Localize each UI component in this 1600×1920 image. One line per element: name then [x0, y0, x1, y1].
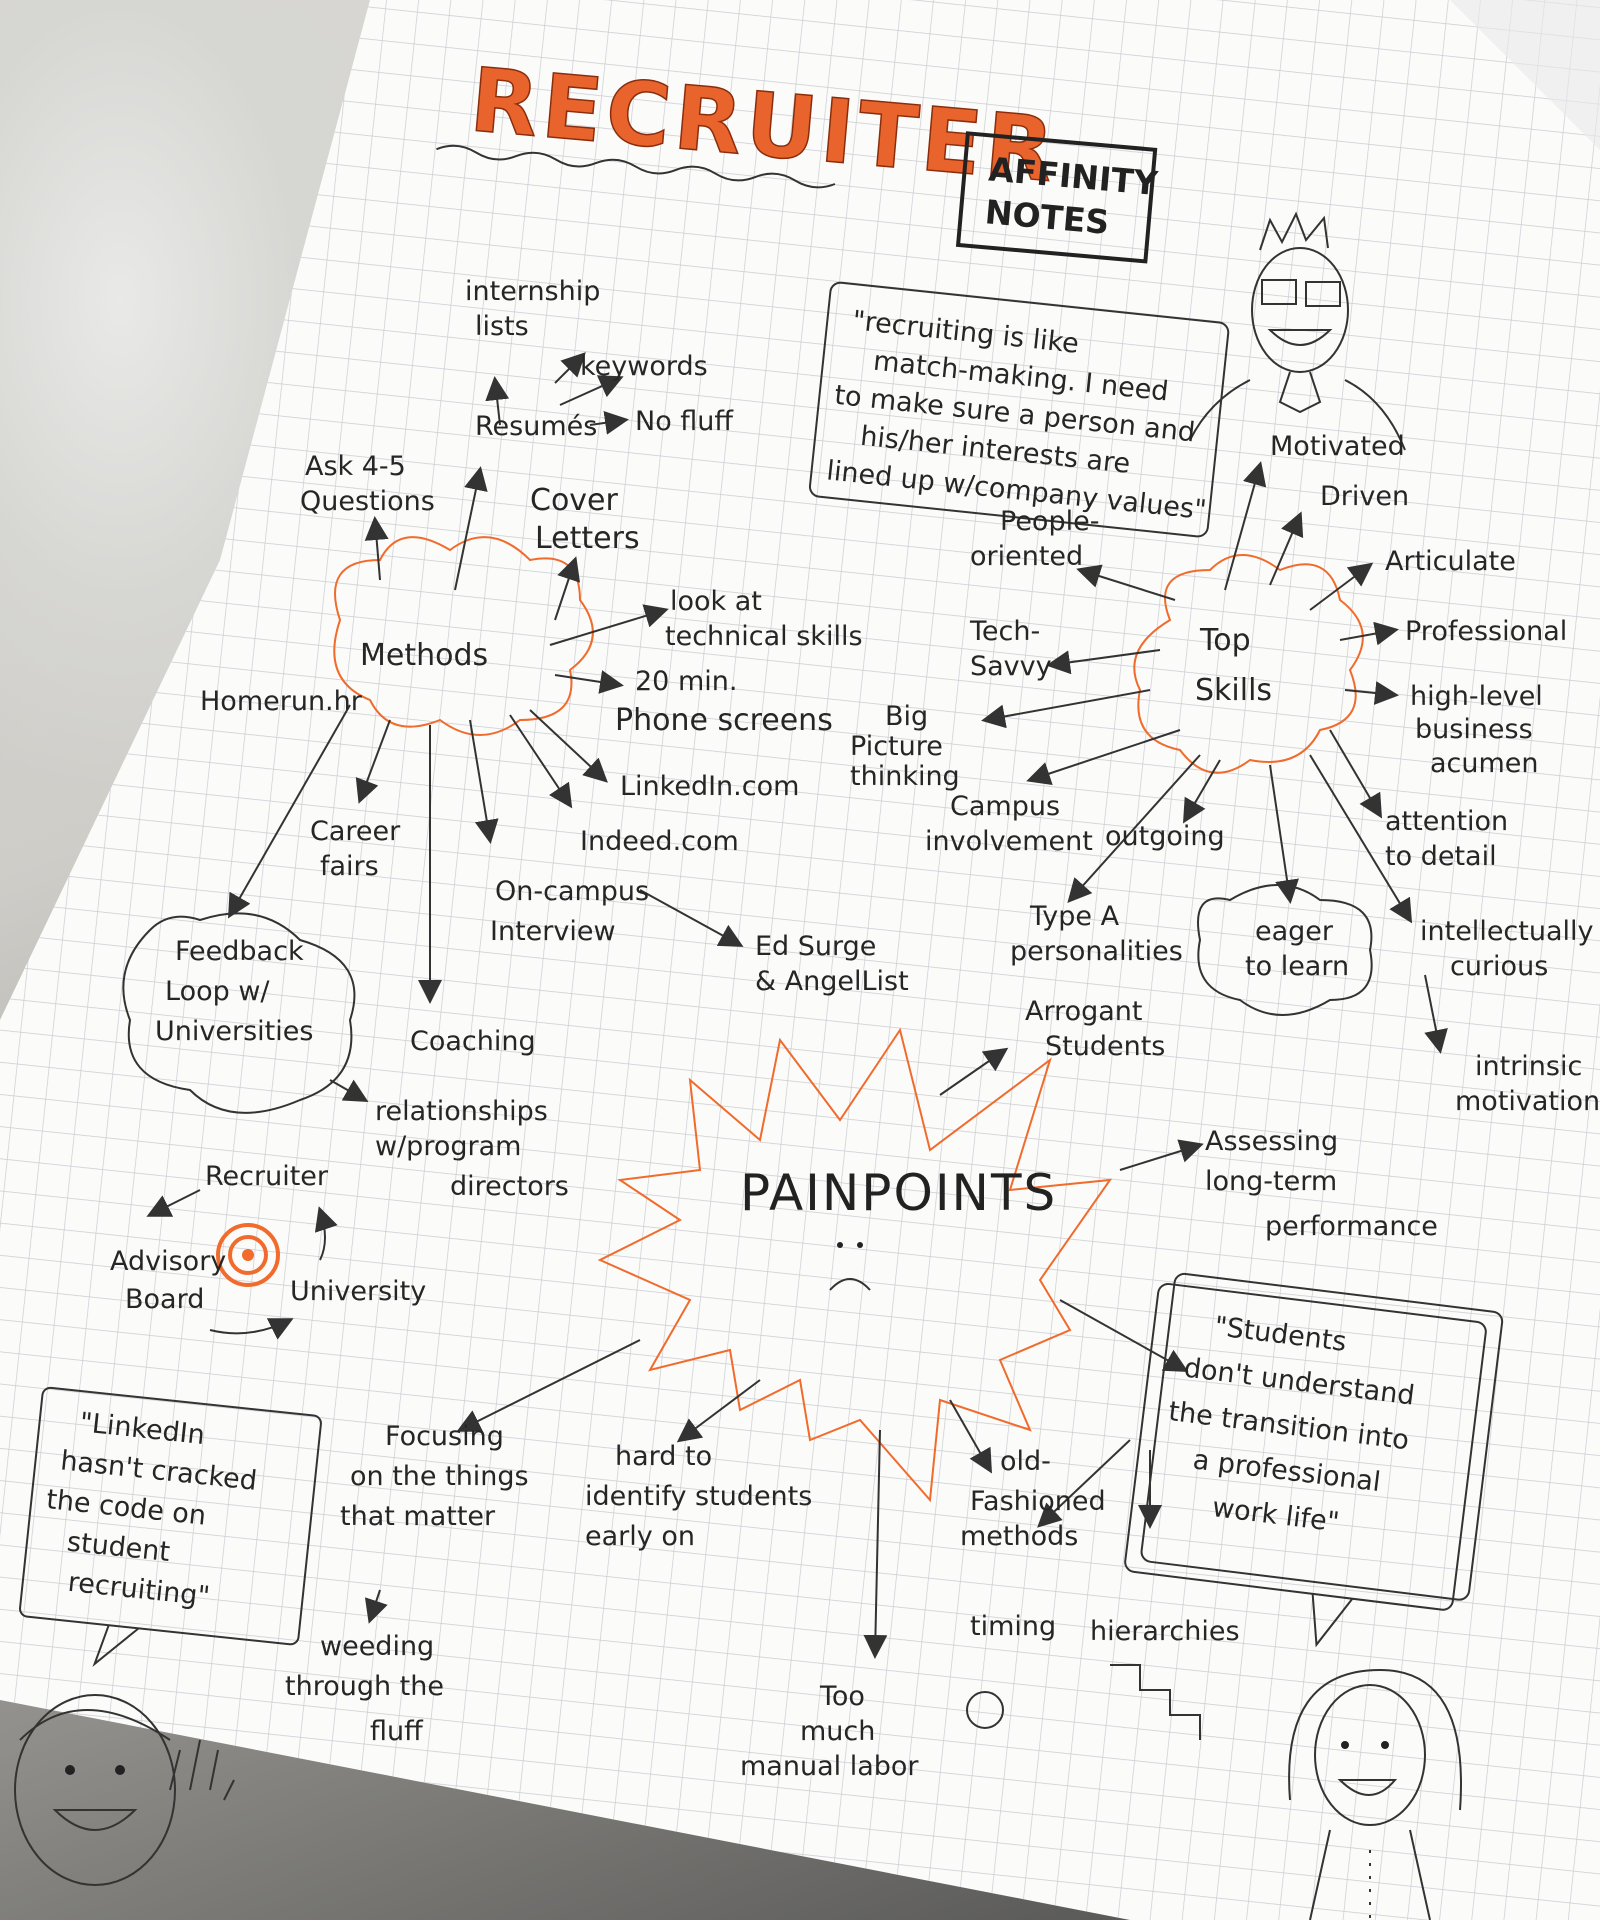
- skill-intrinsic-1: intrinsic: [1475, 1051, 1582, 1082]
- skill-bigpicture-2: Picture: [850, 731, 943, 762]
- method-career-2: fairs: [320, 851, 379, 882]
- method-linkedin: LinkedIn.com: [620, 771, 799, 802]
- pain-oldfashioned-1: old-: [1000, 1446, 1051, 1477]
- skill-business-2: business: [1415, 714, 1533, 745]
- title-underline: [436, 144, 836, 189]
- pain-identify-2: identify students: [585, 1481, 812, 1512]
- pain-manual-3: manual labor: [740, 1751, 919, 1782]
- student-character-doodle: [1288, 1668, 1462, 1920]
- skill-curious-1: intellectually: [1420, 916, 1594, 947]
- pain-focusing-2: on the things: [350, 1461, 529, 1492]
- cycle-university: University: [290, 1276, 426, 1307]
- pain-weeding-1: weeding: [320, 1631, 434, 1662]
- pain-oldfashioned-2: Fashioned: [970, 1486, 1106, 1517]
- skill-campus-1: Campus: [950, 791, 1060, 822]
- pain-weeding-3: fluff: [370, 1716, 424, 1747]
- pain-identify-3: early on: [585, 1521, 695, 1552]
- method-career-1: Career: [310, 816, 401, 847]
- skill-bigpicture-1: Big: [885, 701, 928, 732]
- skill-campus-2: involvement: [925, 826, 1093, 857]
- method-edsurge-1: Ed Surge: [755, 931, 876, 962]
- skill-typea-1: Type A: [1029, 901, 1120, 932]
- skill-attention-2: to detail: [1385, 841, 1497, 872]
- method-edsurge-2: & AngelList: [755, 966, 909, 997]
- clock-icon: [966, 1691, 1004, 1729]
- skill-arrogant-2: Students: [1045, 1031, 1165, 1062]
- skill-attention-1: attention: [1385, 806, 1508, 837]
- methods-label: Methods: [360, 638, 488, 673]
- affinity-box: [955, 131, 1158, 264]
- method-ask-2: Questions: [300, 486, 435, 517]
- pain-oldfashioned-3: methods: [960, 1521, 1078, 1552]
- method-keywords: keywords: [580, 351, 708, 382]
- cycle-advisory-2: Board: [125, 1284, 204, 1315]
- cycle-recruiter: Recruiter: [205, 1161, 329, 1192]
- skill-bigpicture-3: thinking: [850, 761, 960, 792]
- method-feedback-1: Feedback: [175, 936, 304, 967]
- method-homerun: Homerun.hr: [200, 686, 363, 717]
- method-phone-2: Phone screens: [615, 703, 833, 738]
- pain-assessing-2: long-term: [1205, 1166, 1337, 1197]
- pain-manual-2: much: [800, 1716, 875, 1747]
- method-technical-2: technical skills: [665, 621, 863, 652]
- method-ask-1: Ask 4-5: [305, 451, 406, 482]
- pain-focusing-1: Focusing: [385, 1421, 504, 1452]
- skill-arrogant-1: Arrogant: [1025, 996, 1143, 1027]
- method-oncampus-2: Interview: [490, 916, 616, 947]
- skill-intrinsic-2: motivation: [1455, 1086, 1600, 1117]
- method-internship-1: internship: [465, 276, 600, 307]
- top-skills-label-2: Skills: [1195, 673, 1272, 708]
- method-feedback-2: Loop w/: [165, 976, 270, 1007]
- method-cover-1: Cover: [530, 483, 619, 518]
- method-oncampus-1: On-campus: [495, 876, 649, 907]
- recruiter-doodle: [1189, 211, 1406, 451]
- methods-cluster: Methods internship lists keywords Resumé…: [122, 276, 909, 1202]
- method-resumes: Resumés: [475, 411, 597, 442]
- top-skills-label-1: Top: [1199, 623, 1251, 658]
- skill-tech-1: Tech-: [969, 616, 1040, 647]
- skill-driven: Driven: [1320, 481, 1409, 512]
- skill-eager-1: eager: [1255, 916, 1334, 947]
- skill-eager-2: to learn: [1245, 951, 1349, 982]
- skill-people-1: People-: [1000, 506, 1099, 537]
- top-skills-cluster: Top Skills Motivated Driven Articulate P…: [850, 431, 1600, 1117]
- cycle-diagram: Recruiter Advisory Board University: [110, 1161, 426, 1340]
- method-cover-2: Letters: [535, 521, 640, 556]
- skill-curious-2: curious: [1450, 951, 1548, 982]
- pain-hierarchies: hierarchies: [1090, 1616, 1240, 1647]
- skill-professional: Professional: [1405, 616, 1567, 647]
- pain-focusing-3: that matter: [340, 1501, 496, 1532]
- pain-assessing-1: Assessing: [1205, 1126, 1338, 1157]
- method-no-fluff: No fluff: [635, 406, 734, 437]
- method-relationships-1: relationships: [375, 1096, 548, 1127]
- skill-outgoing: outgoing: [1105, 821, 1225, 852]
- skill-business-1: high-level: [1410, 681, 1543, 712]
- pain-manual-1: Too: [819, 1681, 865, 1712]
- method-feedback-3: Universities: [155, 1016, 313, 1047]
- pain-timing: timing: [970, 1611, 1056, 1642]
- pain-identify-1: hard to: [615, 1441, 712, 1472]
- method-indeed: Indeed.com: [580, 826, 739, 857]
- stairs-icon: [1110, 1664, 1201, 1740]
- pain-weeding-2: through the: [285, 1671, 444, 1702]
- skill-business-3: acumen: [1430, 748, 1539, 779]
- method-technical-1: look at: [670, 586, 762, 617]
- cycle-advisory-1: Advisory: [110, 1246, 226, 1277]
- skill-typea-2: personalities: [1010, 936, 1183, 967]
- method-internship-2: lists: [475, 311, 529, 342]
- method-relationships-3: directors: [450, 1171, 569, 1202]
- waving-character-doodle: [14, 1694, 235, 1886]
- method-phone-1: 20 min.: [635, 666, 737, 697]
- method-coaching: Coaching: [410, 1026, 536, 1057]
- skill-tech-2: Savvy: [970, 651, 1052, 682]
- method-relationships-2: w/program: [375, 1131, 521, 1162]
- pain-assessing-3: performance: [1265, 1211, 1438, 1242]
- skill-people-2: oriented: [970, 541, 1083, 572]
- pain-points-cluster: PAINPOINTS Assessing long-term performan…: [285, 1027, 1438, 1782]
- skill-articulate: Articulate: [1385, 546, 1516, 577]
- pain-points-label: PAINPOINTS: [740, 1164, 1057, 1222]
- skill-motivated: Motivated: [1270, 431, 1405, 462]
